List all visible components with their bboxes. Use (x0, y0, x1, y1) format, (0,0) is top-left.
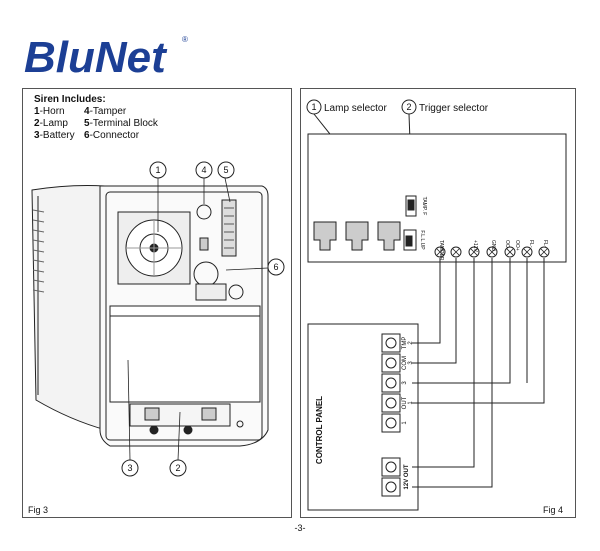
legend-label: Connector (92, 130, 140, 141)
panel-terminal-label: OUT (402, 396, 408, 409)
terminal-label: FL- (542, 240, 548, 248)
legend-num: 3 (34, 130, 40, 141)
callout-lamp: 2 (175, 463, 180, 473)
legend-num: 2 (34, 118, 40, 129)
panel-number: 1 (408, 401, 414, 405)
legend-row: 1-Horn 4-Tamper (34, 106, 127, 117)
legend-num: 1 (34, 106, 40, 117)
panel-terminal-label: 1 (402, 421, 408, 425)
brand-name: BluNet (24, 33, 168, 80)
callout-battery: 3 (127, 463, 132, 473)
page-number: -3- (294, 523, 306, 533)
panel-terminal-label: COM (402, 356, 408, 370)
jumper-label: TAMP. F (421, 197, 427, 216)
lamp-selector-label: Lamp selector (324, 103, 387, 114)
panel-number: 3 (408, 361, 414, 365)
callout-trigger-selector-num: 2 (406, 102, 411, 112)
legend-num: 6 (84, 130, 90, 141)
legend-label: Tamper (92, 106, 127, 117)
control-panel-title: CONTROL PANEL (315, 396, 324, 464)
terminal-label: OO+ (514, 240, 520, 251)
brand-logo: BluNet ® (22, 30, 192, 80)
legend-label: Terminal Block (92, 118, 158, 129)
figure-3-caption: Fig 3 (28, 505, 49, 515)
callout-horn: 1 (155, 165, 160, 175)
legend-label: Lamp (42, 118, 68, 129)
siren-legend: Siren Includes: 1-Horn 4-Tamper 2-Lamp 5… (34, 94, 158, 142)
legend-label: Battery (42, 130, 75, 141)
brand-logo-svg: BluNet ® (24, 33, 188, 80)
out-12v-label: 12V OUT (404, 464, 410, 489)
terminal-label: FL- (528, 240, 534, 248)
brand-registered-mark: ® (182, 35, 188, 44)
terminal-label: TAMPER (438, 240, 444, 261)
callout-terminal-block: 5 (223, 165, 228, 175)
terminal-label: OO- (504, 240, 510, 250)
terminal-label: +12V (472, 240, 478, 252)
panel-terminal-label: 3 (402, 381, 408, 385)
callout-connector: 6 (273, 262, 278, 272)
terminal-label: GND (490, 240, 496, 252)
legend-title: Siren Includes: (34, 94, 106, 105)
panel-number: 2 (408, 341, 414, 345)
legend-row: 3-Battery 6-Connector (34, 130, 140, 141)
legend-num: 4 (84, 106, 90, 117)
callout-lamp-selector-num: 1 (311, 102, 316, 112)
jumper-label: F.L.L.UP (419, 230, 425, 250)
legend-row: 2-Lamp 5-Terminal Block (34, 118, 158, 129)
legend-num: 5 (84, 118, 90, 129)
callout-tamper: 4 (201, 165, 206, 175)
trigger-selector-label: Trigger selector (419, 103, 489, 114)
figure-4-caption: Fig 4 (543, 505, 564, 515)
panel-terminal-label: TMP (402, 337, 408, 350)
legend-label: Horn (42, 106, 65, 117)
